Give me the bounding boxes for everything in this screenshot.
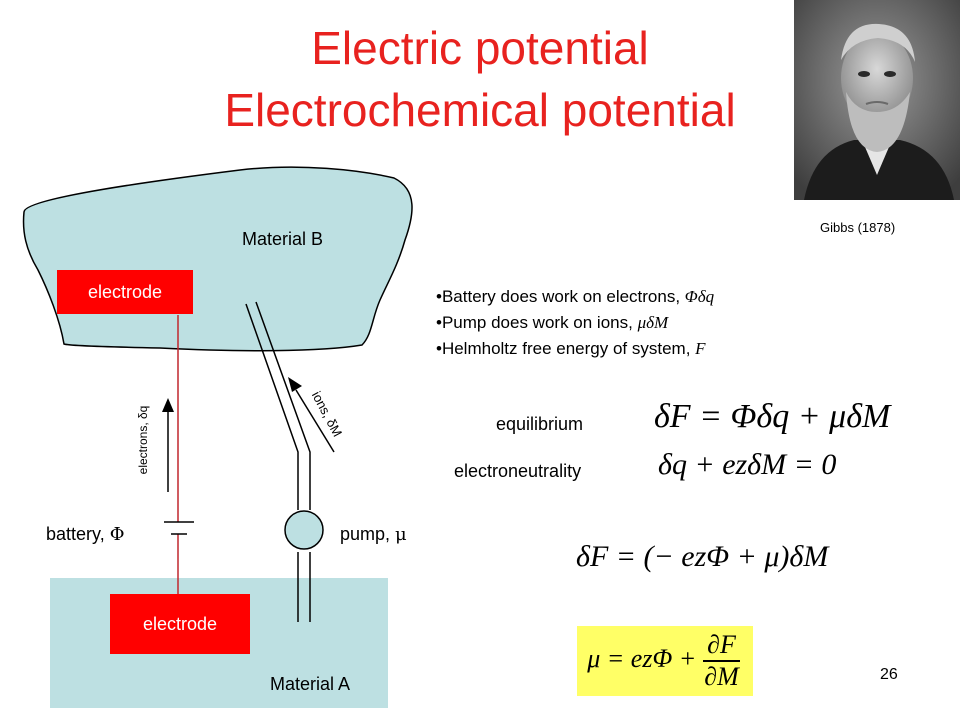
material-b-region (22, 166, 413, 352)
pump-circle (284, 510, 324, 550)
boxed-equation: μ = ezΦ +∂F∂M (587, 630, 743, 692)
slide-number: 26 (880, 666, 898, 683)
ion-channel-right (255, 301, 311, 510)
slide-title-line2: Electrochemical potential (224, 84, 736, 136)
bullet-math: μδM (637, 313, 669, 332)
bullet-text: •Pump does work on ions, (436, 313, 638, 332)
equilibrium-label: equilibrium (496, 414, 584, 434)
bullet-item: •Helmholtz free energy of system, F (436, 336, 714, 362)
material-a-label: Material A (270, 674, 351, 694)
slide-title-line1: Electric potential (311, 22, 649, 74)
pump-label: pump, μ (340, 524, 407, 545)
equilibrium-equation: δF = Φδq + μδM (654, 398, 891, 435)
electrode-top: electrode (57, 270, 193, 314)
pump-symbol: μ (395, 524, 407, 545)
electrochemical-potential-box: μ = ezΦ +∂F∂M (577, 626, 753, 696)
bullet-text: •Battery does work on electrons, (436, 287, 685, 306)
bullet-item: •Battery does work on electrons, Φδq (436, 284, 714, 310)
bullet-list: •Battery does work on electrons, Φδq •Pu… (436, 284, 714, 362)
electrons-label: electrons, δq (136, 405, 150, 475)
electroneutrality-label: electroneutrality (454, 461, 582, 481)
material-b-label: Material B (242, 229, 324, 249)
battery-label: battery, Φ (46, 524, 124, 545)
pump-text: pump, (340, 524, 396, 544)
battery-symbol: Φ (109, 524, 125, 545)
combined-equation: δF = (− ezΦ + μ)δM (576, 540, 829, 573)
electrode-bottom: electrode (110, 594, 250, 654)
ions-arrow-head (288, 377, 302, 392)
gibbs-portrait (794, 0, 960, 200)
boxed-fraction: ∂F∂M (700, 630, 743, 692)
boxed-denominator: ∂M (704, 662, 739, 691)
bullet-math: Φδq (684, 287, 715, 306)
electroneutrality-equation: δq + ezδM = 0 (658, 448, 837, 481)
electrons-arrow-head (162, 398, 174, 412)
bullet-math: F (695, 339, 706, 358)
bullet-text: •Helmholtz free energy of system, (436, 339, 696, 358)
ion-channel-left (245, 303, 299, 510)
boxed-numerator: ∂F (703, 630, 740, 662)
battery-text: battery, (46, 524, 110, 544)
portrait-caption: Gibbs (1878) (820, 220, 896, 235)
bullet-item: •Pump does work on ions, μδM (436, 310, 714, 336)
boxed-lhs: μ = ezΦ + (587, 643, 697, 673)
